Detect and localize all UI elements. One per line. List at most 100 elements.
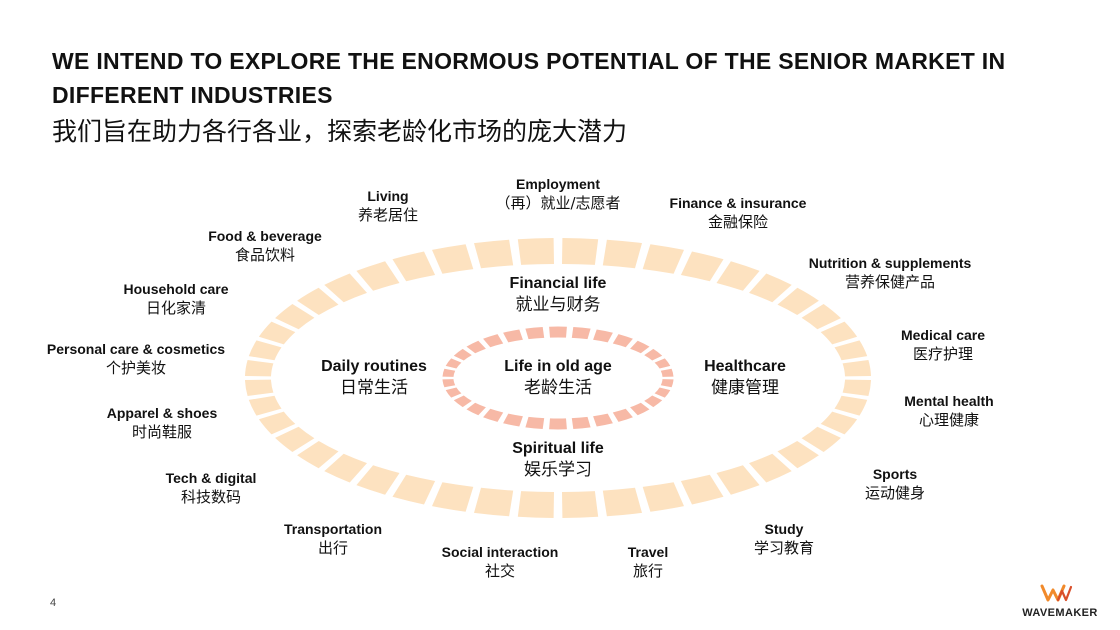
outer-ring-segment <box>820 321 858 345</box>
outer-ring-segment <box>248 340 282 361</box>
inner-ring-segment <box>571 327 591 340</box>
inner-ring-segment <box>630 402 650 416</box>
industry-label-cn: 食品饮料 <box>234 246 295 264</box>
industry-label-transportation: Transportation 出行 <box>284 520 382 558</box>
outer-ring-segment <box>297 287 339 315</box>
industry-label-en: Tech & digital <box>165 470 257 486</box>
industry-label-en: Study <box>764 521 804 537</box>
outer-ring <box>245 238 871 518</box>
inner-ring-segment <box>612 408 633 422</box>
outer-ring-segment <box>432 482 474 512</box>
outer-ring-segment <box>474 487 514 517</box>
inner-ring-segment <box>630 340 650 354</box>
outer-ring-segment <box>392 474 436 505</box>
inner-ring-segment <box>525 327 545 340</box>
industry-label-study: Study 学习教育 <box>754 520 814 558</box>
industry-label-cn: 运动健身 <box>864 484 926 502</box>
outer-ring-segment <box>777 441 819 469</box>
page-title: WE INTEND TO EXPLORE THE ENORMOUS POTENT… <box>52 48 1006 108</box>
outer-ring-segment <box>474 239 514 269</box>
industry-label-tech-digital: Tech & digital 科技数码 <box>166 469 257 507</box>
outer-ring-segment <box>324 453 367 483</box>
inner-ring-segment <box>549 418 567 430</box>
center-label: Life in old age 老龄生活 <box>504 356 612 400</box>
outer-ring-segment <box>517 491 554 518</box>
outer-ring-segment <box>834 340 868 361</box>
industry-label-cn: 医疗护理 <box>912 345 973 363</box>
outer-ring-segment <box>777 287 819 315</box>
industry-label-living: Living 养老居住 <box>358 187 418 225</box>
industry-label-apparel-shoes: Apparel & shoes 时尚鞋服 <box>107 404 217 442</box>
middle-label-financial-life: Financial life 就业与财务 <box>510 273 607 317</box>
industry-label-nutrition-supplements: Nutrition & supplements 营养保健产品 <box>809 254 972 292</box>
industry-label-cn: 旅行 <box>632 562 664 580</box>
outer-ring-segment <box>749 453 792 483</box>
industry-label-cn: 金融保险 <box>707 213 768 231</box>
industry-label-cn: 心理健康 <box>918 411 979 429</box>
industry-label-en: Personal care & cosmetics <box>46 341 226 357</box>
industry-label-household-care: Household care 日化家清 <box>123 280 228 318</box>
outer-ring-segment <box>602 239 642 269</box>
inner-ring-segment <box>442 379 456 388</box>
brand-name: WAVEMAKER <box>1022 607 1098 619</box>
industry-label-en: Employment <box>515 176 600 192</box>
industry-label-cn: 营养保健产品 <box>844 273 935 291</box>
industry-label-en: Sports <box>872 466 918 482</box>
middle-label-daily-routines: Daily routines 日常生活 <box>321 356 427 400</box>
inner-ring <box>442 326 674 430</box>
industry-label-medical-care: Medical care 医疗护理 <box>901 326 985 364</box>
outer-ring-segment <box>245 379 274 396</box>
outer-ring-segment <box>517 238 554 265</box>
outer-ring-segment <box>258 411 296 435</box>
inner-ring-segment <box>483 408 504 422</box>
industry-label-en: Apparel & shoes <box>106 405 218 421</box>
industry-label-finance-insurance: Finance & insurance 金融保险 <box>670 194 807 232</box>
industry-label-travel: Travel 旅行 <box>628 543 668 581</box>
industry-label-en: Food & beverage <box>208 228 322 244</box>
outer-ring-segment <box>562 238 599 265</box>
middle-label-en: Daily routines <box>321 358 427 375</box>
outer-ring-segment <box>392 251 436 282</box>
industry-label-en: Social interaction <box>441 544 559 560</box>
inner-ring-segment <box>503 329 523 343</box>
inner-ring-segment <box>483 334 504 348</box>
industry-label-social-interaction: Social interaction 社交 <box>442 543 559 581</box>
outer-ring-segment <box>642 482 684 512</box>
industry-label-cn: 时尚鞋服 <box>131 423 193 441</box>
inner-ring-segment <box>593 413 613 427</box>
outer-ring-segment <box>356 465 400 495</box>
middle-label-en: Healthcare <box>704 358 786 375</box>
middle-label-cn: 日常生活 <box>340 378 408 398</box>
inner-ring-segment <box>660 368 674 377</box>
industry-label-cn: 科技数码 <box>180 488 241 506</box>
inner-ring-segment <box>442 368 456 377</box>
industry-label-mental-health: Mental health 心理健康 <box>904 392 993 430</box>
middle-label-en: Financial life <box>509 275 607 292</box>
middle-label-healthcare: Healthcare 健康管理 <box>704 356 786 400</box>
inner-ring-segment <box>445 387 462 398</box>
industry-label-en: Mental health <box>904 393 994 409</box>
inner-ring-segment <box>593 329 613 343</box>
outer-ring-segment <box>801 426 841 452</box>
industry-label-food-beverage: Food & beverage 食品饮料 <box>208 227 322 265</box>
industry-label-en: Travel <box>627 544 669 560</box>
inner-ring-segment <box>644 395 663 408</box>
inner-ring-segment <box>453 395 472 408</box>
brand-logo: WAVEMAKER <box>1010 583 1110 623</box>
outer-ring-segment <box>297 441 339 469</box>
outer-ring-segment <box>324 273 367 303</box>
inner-ring-segment <box>654 358 671 369</box>
middle-label-cn: 就业与财务 <box>515 295 601 315</box>
industry-label-en: Finance & insurance <box>669 195 807 211</box>
outer-ring-segment <box>432 244 474 274</box>
outer-ring-segment <box>716 261 760 291</box>
outer-ring-segment <box>834 395 868 416</box>
inner-ring-segment <box>445 358 462 369</box>
inner-ring-segment <box>644 348 663 361</box>
inner-ring-segment <box>660 379 674 388</box>
middle-label-spiritual-life: Spiritual life 娱乐学习 <box>512 438 604 482</box>
outer-ring-segment <box>562 491 599 518</box>
industry-label-en: Household care <box>123 281 229 297</box>
outer-ring-segment <box>245 360 274 377</box>
